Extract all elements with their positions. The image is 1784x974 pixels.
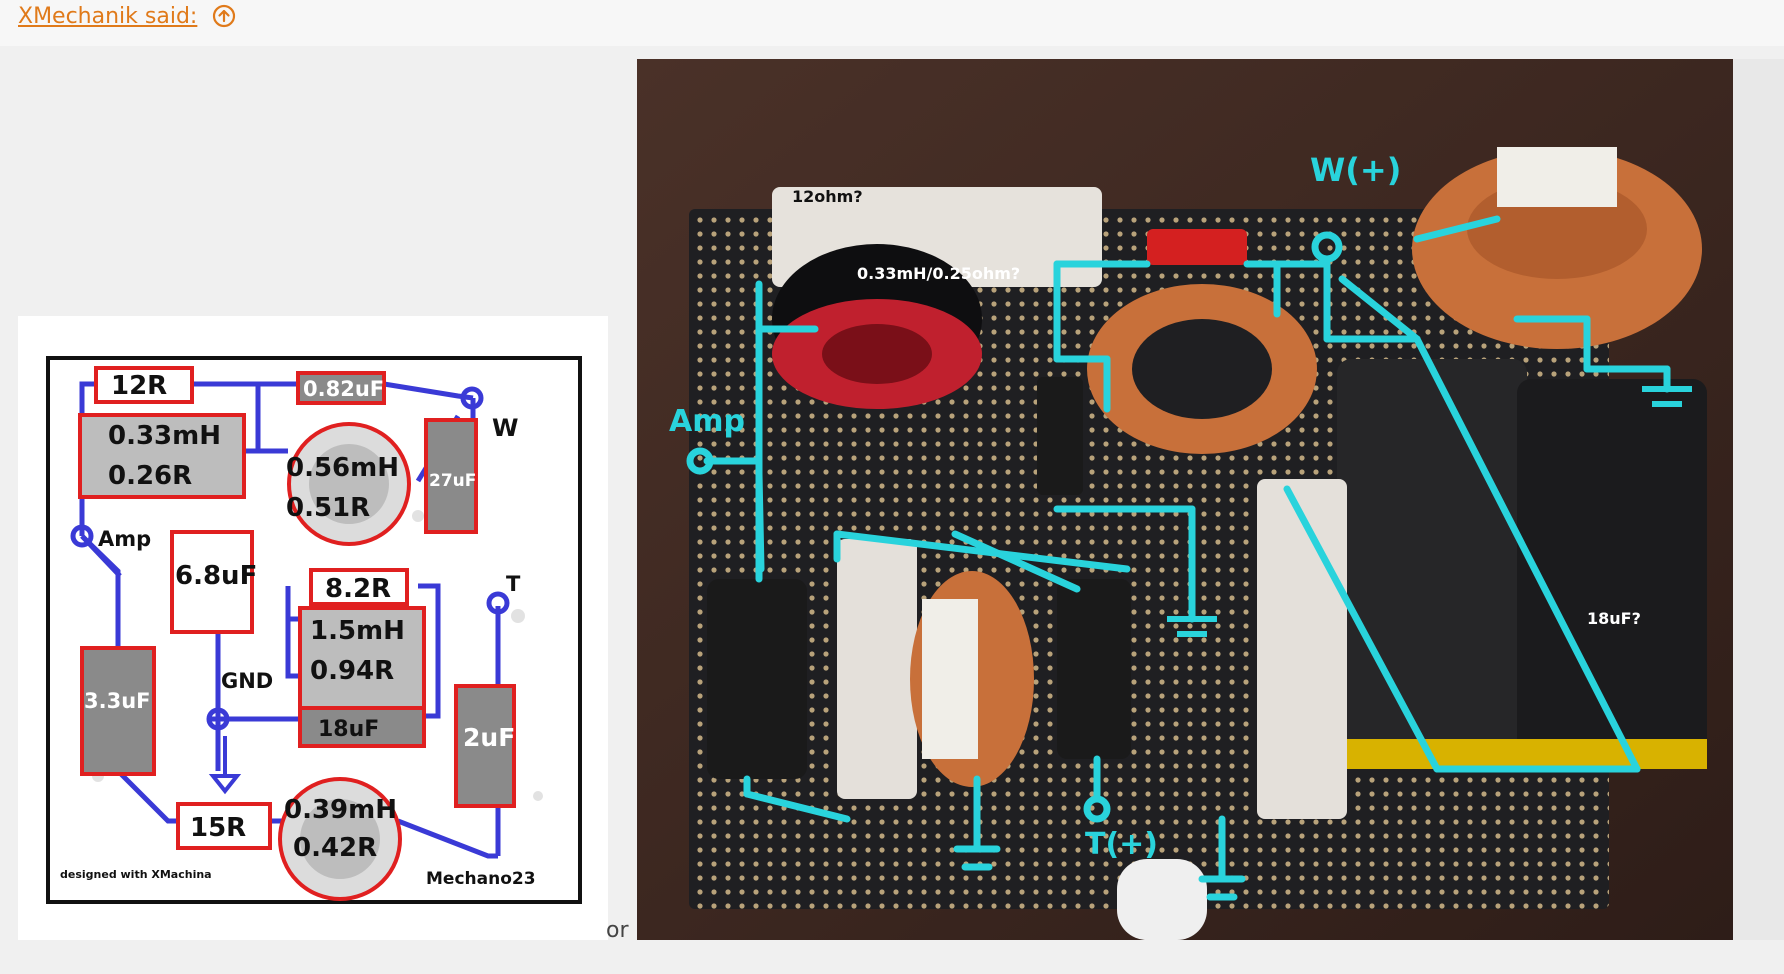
photo-label-12ohm: 12ohm? (792, 187, 863, 206)
photo-label-w-plus: W(+) (1310, 151, 1401, 189)
label-2uf: 2uF (463, 723, 515, 752)
schematic-image: 12R 0.33mH 0.26R 0.82uF 0.56mH 0.51R 27u… (18, 316, 608, 940)
label-82r: 8.2R (325, 574, 391, 604)
label-056mh: 0.56mH (286, 453, 399, 483)
amp-terminal-icon (686, 447, 714, 475)
wiring-overlay (703, 215, 1671, 901)
node-gnd-terminal (206, 707, 230, 731)
node-w-terminal (460, 386, 484, 410)
ground-symbol-icon (1167, 386, 1692, 637)
schematic-frame (46, 356, 582, 904)
crossover-photo: 12ohm? 0.33mH/0.25ohm? W(+) Amp 18uF? T(… (637, 59, 1733, 940)
label-051r: 0.51R (286, 493, 370, 523)
quote-header: XMechanik said: (0, 0, 1784, 46)
label-026r: 0.26R (108, 461, 192, 491)
label-27uf: 27uF (429, 471, 476, 491)
label-node-gnd: GND (221, 669, 273, 693)
photo-label-18uf: 18uF? (1587, 609, 1641, 628)
credit-right: Mechano23 (426, 869, 536, 889)
quote-author-link[interactable]: XMechanik said: (18, 4, 198, 29)
label-094r: 0.94R (310, 656, 394, 686)
label-68uf: 6.8uF (175, 561, 257, 591)
label-15mh: 1.5mH (310, 616, 405, 646)
label-15r: 15R (190, 813, 246, 843)
separator-text: or (606, 918, 629, 943)
label-node-t: T (506, 572, 521, 596)
photo-label-t-plus: T(+) (1085, 827, 1158, 862)
photo-label-amp: Amp (669, 404, 745, 439)
label-033mh: 0.33mH (108, 421, 221, 451)
label-node-amp: Amp (98, 527, 151, 551)
arrow-up-circle-icon[interactable] (212, 4, 236, 28)
label-18uf: 18uF (318, 717, 379, 742)
node-t-terminal (486, 591, 510, 615)
page-edge-strip (1733, 59, 1784, 940)
label-node-w: W (492, 414, 518, 442)
label-042r: 0.42R (293, 833, 377, 863)
node-amp-terminal (70, 524, 94, 548)
credit-left: designed with XMachina (60, 868, 212, 881)
t-plus-terminal-icon (1083, 795, 1111, 823)
photo-label-coil: 0.33mH/0.25ohm? (857, 264, 1020, 283)
label-082uf: 0.82uF (303, 377, 384, 401)
w-plus-terminal-icon (1311, 231, 1343, 263)
label-33uf: 3.3uF (84, 689, 151, 713)
label-12r: 12R (111, 371, 167, 401)
label-039mh: 0.39mH (284, 795, 397, 825)
